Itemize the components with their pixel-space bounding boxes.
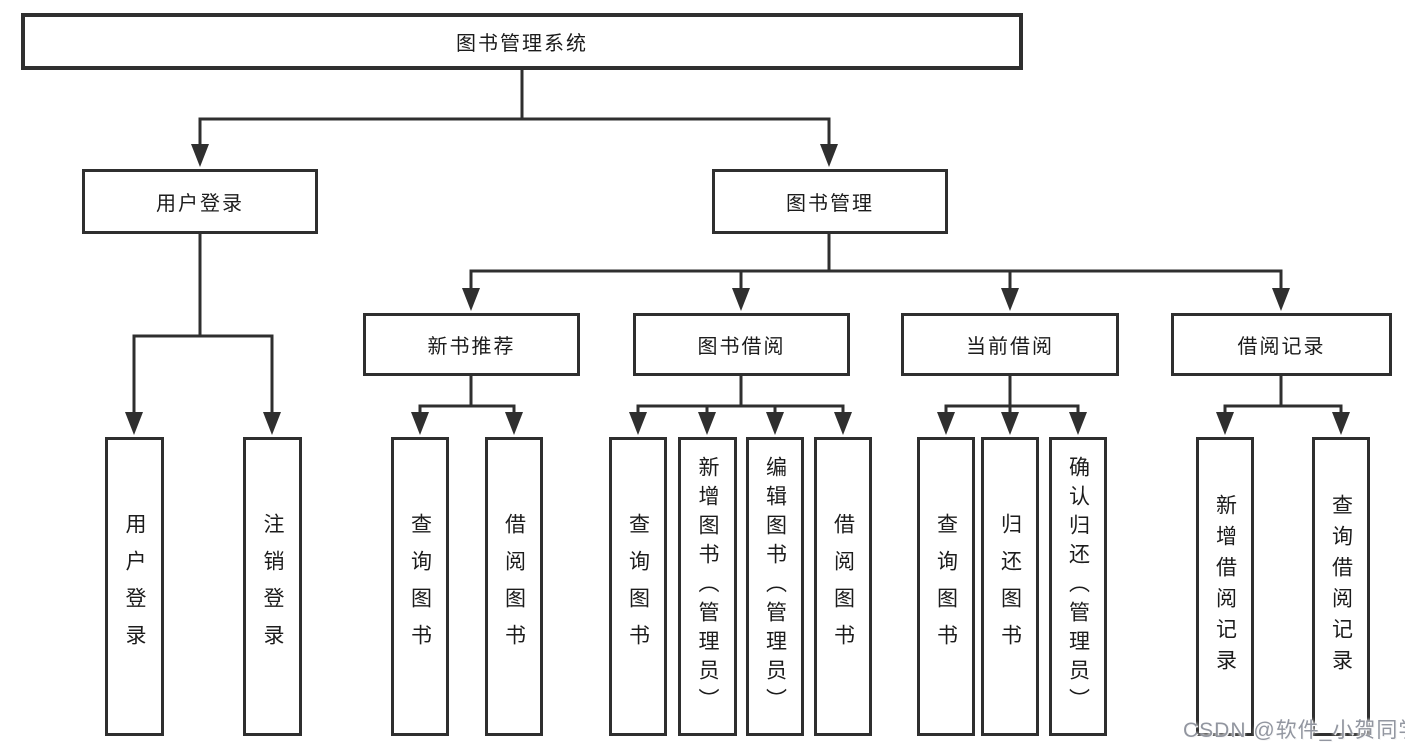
leaf-query-books-borrowing: 查询图书	[609, 437, 667, 736]
leaf-add-book-admin: 新增图书（管理员）	[678, 437, 737, 736]
node-book-borrowing: 图书借阅	[633, 313, 850, 376]
leaf-edit-book-admin: 编辑图书（管理员）	[746, 437, 804, 736]
leaf-logout: 注销登录	[243, 437, 302, 736]
leaf-query-borrow-record: 查询借阅记录	[1312, 437, 1370, 736]
leaf-borrow-books-recommend: 借阅图书	[485, 437, 543, 736]
leaf-borrow-books: 借阅图书	[814, 437, 872, 736]
node-new-book-recommendation: 新书推荐	[363, 313, 580, 376]
node-user-login: 用户登录	[82, 169, 318, 234]
leaf-query-books-current: 查询图书	[917, 437, 975, 736]
leaf-user-login: 用户登录	[105, 437, 164, 736]
leaf-add-borrow-record: 新增借阅记录	[1196, 437, 1254, 736]
leaf-query-books-recommend: 查询图书	[391, 437, 449, 736]
node-borrowing-records: 借阅记录	[1171, 313, 1392, 376]
leaf-confirm-return-admin: 确认归还（管理员）	[1049, 437, 1107, 736]
csdn-watermark: CSDN @软件_小贺同学	[1183, 719, 1405, 742]
leaf-return-books: 归还图书	[981, 437, 1039, 736]
node-current-borrowing: 当前借阅	[901, 313, 1119, 376]
node-book-management: 图书管理	[712, 169, 948, 234]
node-library-management-system: 图书管理系统	[21, 13, 1023, 70]
